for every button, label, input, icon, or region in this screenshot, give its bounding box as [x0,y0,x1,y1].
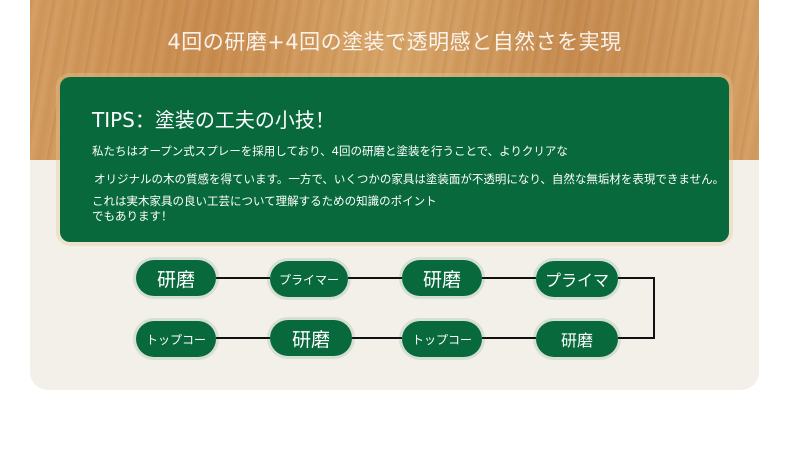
flow-step-sanding-4: 研磨 [270,320,352,356]
flow-connector [216,277,270,279]
tips-text-line-3: これは実木家具の良い工芸について理解するための知識のポイント [92,194,437,208]
flow-step-sanding-1: 研磨 [136,260,216,296]
flow-connector [653,277,655,339]
flow-step-sanding-2: 研磨 [402,260,482,296]
flow-connector [618,277,655,279]
flow-connector [216,337,270,339]
flow-step-sanding-3: 研磨 [536,321,618,357]
flow-connector [482,337,536,339]
flow-connector [348,277,402,279]
tips-panel: TIPS：塗装の工夫の小技！ 私たちはオープン式スプレーを採用しており、4回の研… [60,77,729,242]
flow-connector [482,277,536,279]
page-title: 4回の研磨+4回の塗装で透明感と自然さを実現 [167,30,622,54]
flow-step-topcoat-2: トップコー [136,321,216,357]
tips-text-line-4: でもあります！ [92,209,173,223]
flow-step-topcoat-1: トップコー [402,321,482,357]
tips-title: TIPS：塗装の工夫の小技！ [92,108,335,132]
flow-connector [348,337,402,339]
content-card: 4回の研磨+4回の塗装で透明感と自然さを実現 TIPS：塗装の工夫の小技！ 私た… [30,0,759,390]
tips-text-line-2: オリジナルの木の質感を得ています。一方で、いくつかの家具は塗装面が不透明になり、… [94,172,725,186]
flow-step-primer-2: プライマ [536,261,618,297]
flow-step-primer-1: プライマー [270,261,348,297]
flow-connector [618,337,655,339]
tips-text-line-1: 私たちはオープン式スプレーを採用しており、4回の研磨と塗装を行うことで、よりクリ… [92,144,568,158]
